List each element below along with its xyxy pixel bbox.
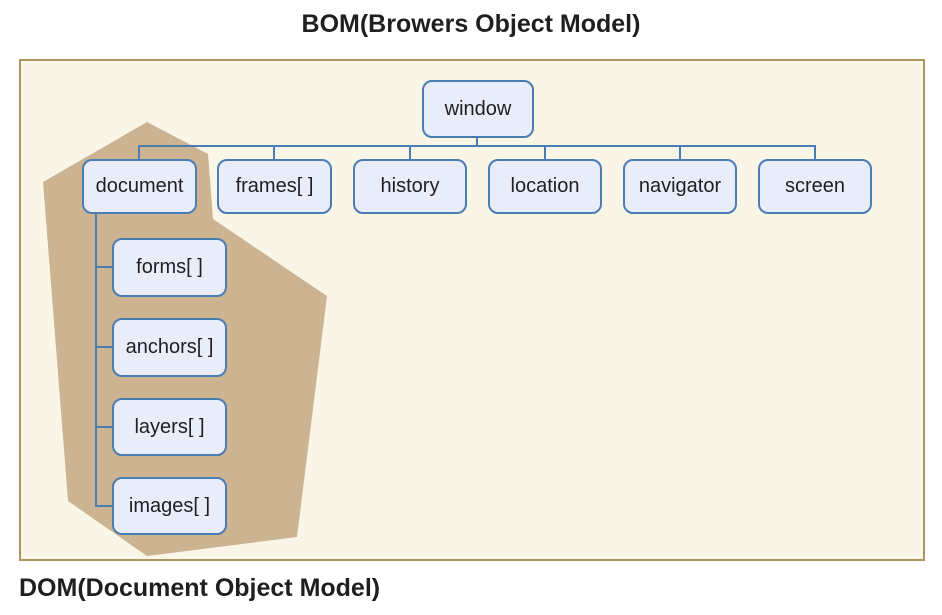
node-screen: screen <box>758 159 872 214</box>
node-location: location <box>488 159 602 214</box>
connector-stub-history <box>409 147 411 159</box>
connector-window-stub <box>476 138 478 146</box>
node-forms: forms[ ] <box>112 238 227 297</box>
bom-panel: window document frames[ ] history locati… <box>19 59 925 561</box>
connector-branch-images <box>95 505 112 507</box>
connector-stub-screen <box>814 147 816 159</box>
node-images: images[ ] <box>112 477 227 535</box>
connector-stub-navigator <box>679 147 681 159</box>
connector-branch-layers <box>95 426 112 428</box>
node-frames: frames[ ] <box>217 159 332 214</box>
node-layers: layers[ ] <box>112 398 227 456</box>
node-window: window <box>422 80 534 138</box>
connector-document-trunk <box>95 214 97 507</box>
connector-stub-location <box>544 147 546 159</box>
connector-horizontal-bar <box>138 145 816 147</box>
node-document: document <box>82 159 197 214</box>
connector-branch-anchors <box>95 346 112 348</box>
connector-stub-frames <box>273 147 275 159</box>
dom-footer-label: DOM(Document Object Model) <box>19 574 381 602</box>
bom-panel-inner: window document frames[ ] history locati… <box>21 61 923 559</box>
diagram-title: BOM(Browers Object Model) <box>301 10 641 38</box>
node-navigator: navigator <box>623 159 737 214</box>
node-history: history <box>353 159 467 214</box>
node-anchors: anchors[ ] <box>112 318 227 377</box>
connector-stub-document <box>138 147 140 159</box>
connector-branch-forms <box>95 266 112 268</box>
